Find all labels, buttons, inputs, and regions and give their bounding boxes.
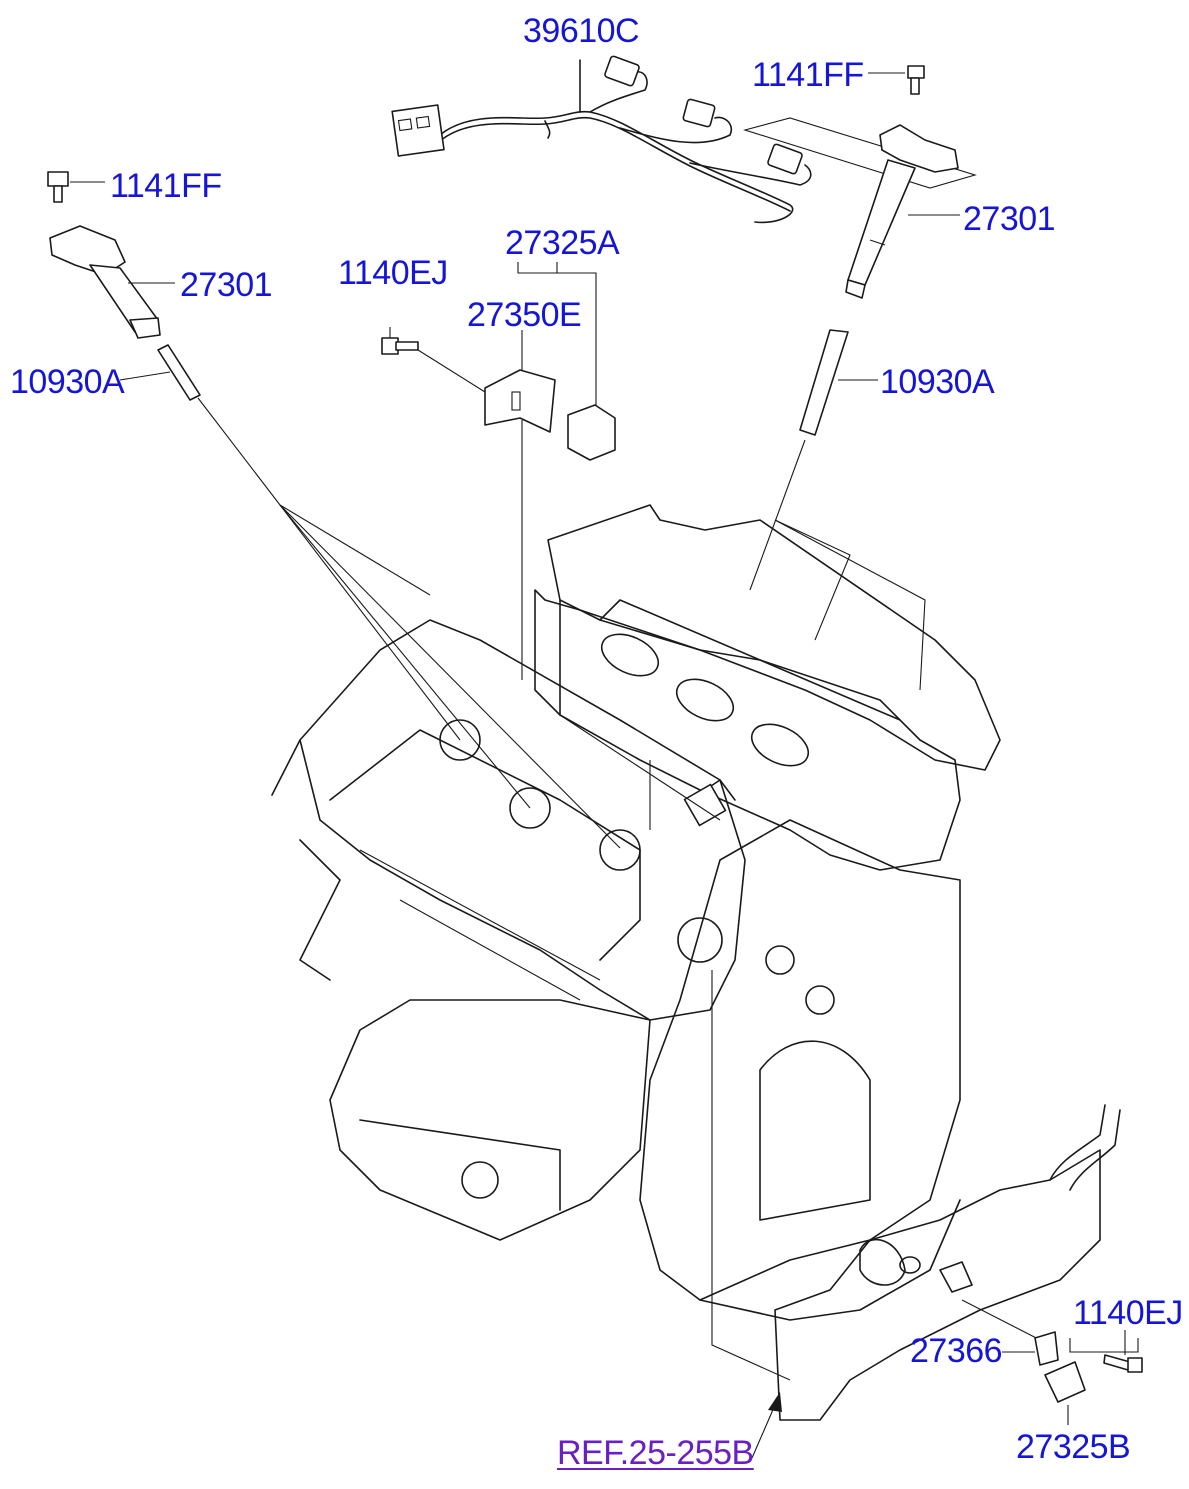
- reference-arrow: [751, 1392, 782, 1459]
- engine-block: [271, 504, 1001, 1321]
- spark-plug-right: [749, 329, 926, 691]
- label-sensor-27325a[interactable]: 27325A: [505, 224, 620, 262]
- sensor-connector-top: [517, 262, 616, 461]
- reference-link-25-255b[interactable]: REF.25-255B: [557, 1434, 754, 1472]
- ignition-coil-right: [743, 117, 977, 299]
- label-bolt-1141ff-top-left[interactable]: 1141FF: [110, 167, 222, 205]
- bolt-center: [381, 327, 486, 393]
- bracket: [484, 330, 556, 680]
- bolt-bottom-right: [1103, 1330, 1143, 1373]
- label-clip-27366[interactable]: 27366: [910, 1332, 1003, 1370]
- label-bolt-1141ff-top-right[interactable]: 1141FF: [752, 56, 864, 94]
- label-coil-27301-right[interactable]: 27301: [963, 200, 1056, 238]
- sensor-bottom: [939, 1261, 1139, 1425]
- label-bolt-1140ej-center[interactable]: 1140EJ: [338, 254, 448, 292]
- wiring-harness: [391, 55, 812, 224]
- label-coil-27301-left[interactable]: 27301: [180, 266, 273, 304]
- label-bracket-27350e[interactable]: 27350E: [467, 296, 582, 334]
- label-plug-10930a-left[interactable]: 10930A: [10, 363, 125, 401]
- label-sensor-27325b[interactable]: 27325B: [1016, 1428, 1131, 1466]
- label-plug-10930a-right[interactable]: 10930A: [880, 363, 995, 401]
- ignition-coil-left: [49, 225, 175, 339]
- bolt-top-left: [47, 171, 105, 203]
- label-harness-39610c[interactable]: 39610C: [523, 12, 640, 50]
- bolt-top-right: [868, 65, 925, 95]
- clip: [1002, 1331, 1059, 1366]
- label-bolt-1140ej-bottom-right[interactable]: 1140EJ: [1073, 1294, 1183, 1332]
- spark-plug-left: [119, 344, 621, 849]
- water-pipe-assembly: [711, 970, 1121, 1421]
